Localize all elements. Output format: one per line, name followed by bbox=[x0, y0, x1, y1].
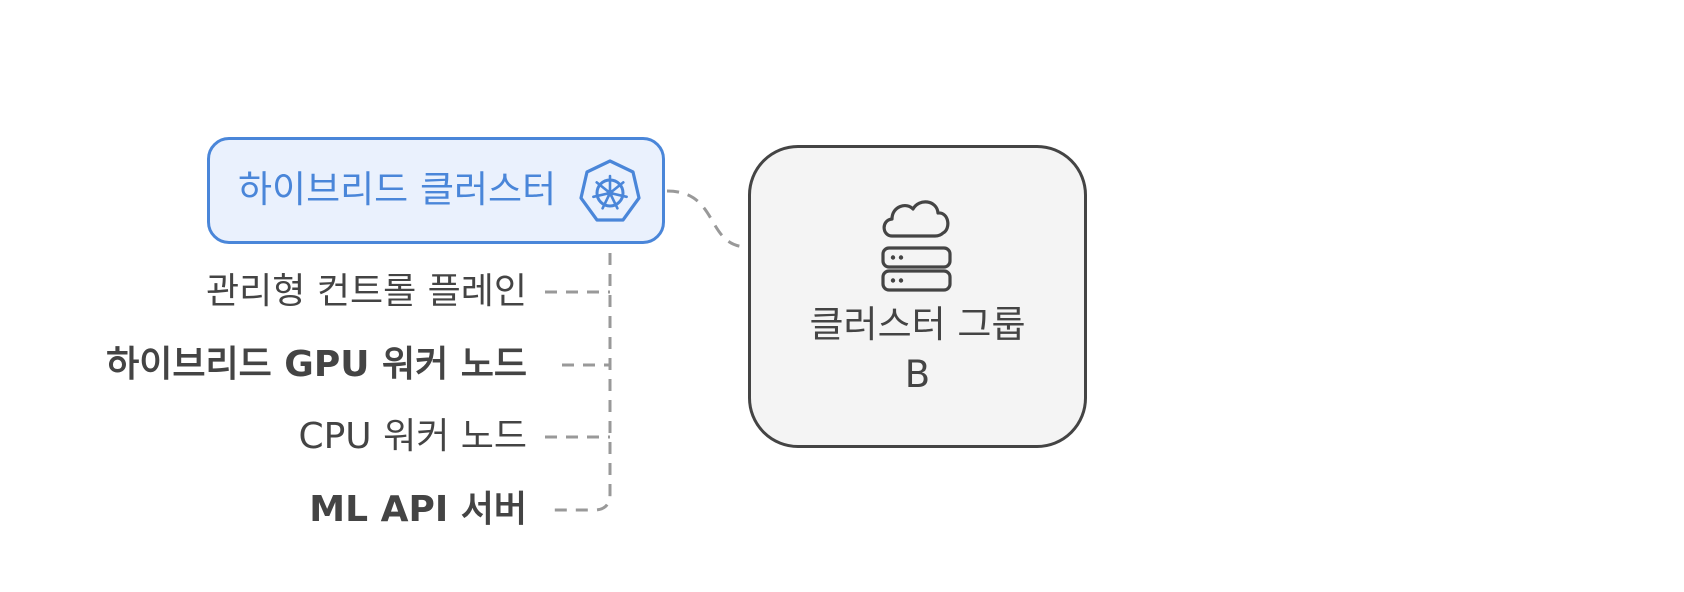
component-trunk-connector bbox=[552, 232, 612, 512]
component-label-control-plane: 관리형 컨트롤 플레인 bbox=[206, 271, 527, 312]
cloud-server-icon bbox=[881, 200, 952, 292]
component-label-cpu-worker: CPU 워커 노드 bbox=[298, 416, 527, 457]
kubernetes-helm-icon bbox=[579, 159, 641, 222]
hybrid-cluster-node[interactable] bbox=[207, 137, 665, 244]
cluster-group-title-line2: B bbox=[904, 353, 931, 396]
hybrid-cluster-title: 하이브리드 클러스터 bbox=[238, 168, 557, 211]
cluster-to-group-connector bbox=[666, 189, 749, 249]
cluster-group-node[interactable] bbox=[748, 145, 1087, 448]
component-label-ml-api-server: ML API 서버 bbox=[309, 489, 527, 530]
cluster-group-title-line1: 클러스터 그룹 bbox=[809, 303, 1026, 346]
cluster-group-title: 클러스터 그룹 B bbox=[748, 300, 1087, 400]
component-label-gpu-worker: 하이브리드 GPU 워커 노드 bbox=[106, 344, 527, 385]
